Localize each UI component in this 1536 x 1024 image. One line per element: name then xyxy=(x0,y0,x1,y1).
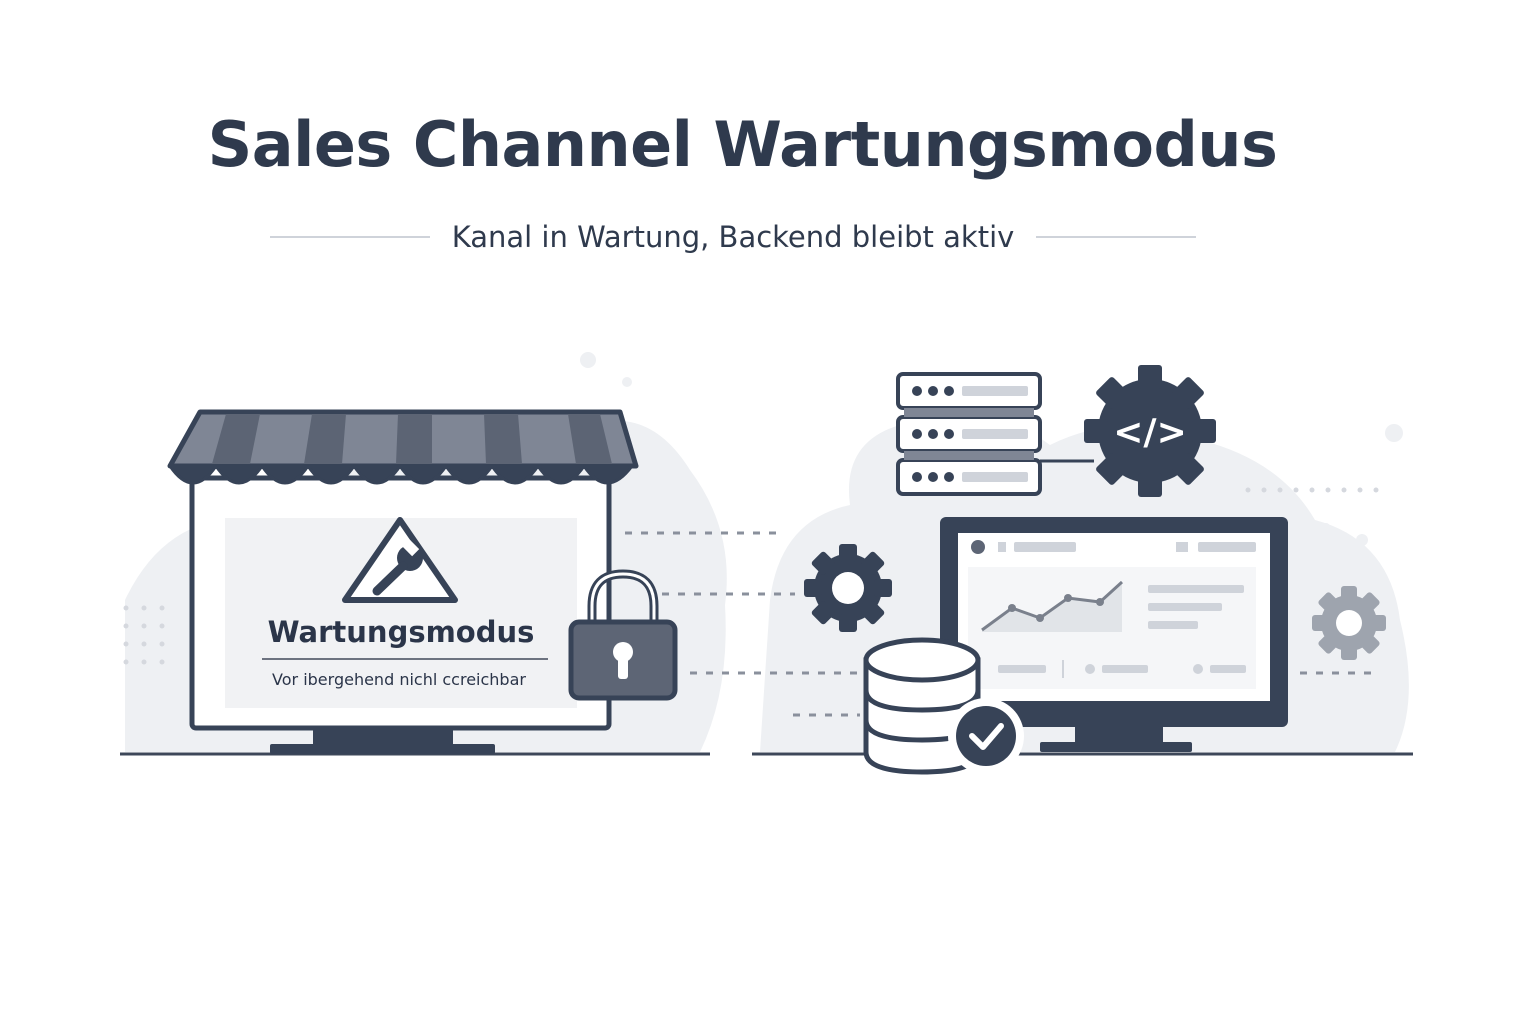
dashed-connectors xyxy=(625,459,1380,717)
warning-wrench-icon xyxy=(342,517,458,603)
subtitle-rule-right xyxy=(1036,236,1196,238)
database-icon xyxy=(863,637,981,775)
padlock-icon xyxy=(568,569,678,701)
storefront-heading: Wartungsmodus xyxy=(268,615,535,649)
backend-dashboard-monitor xyxy=(940,517,1288,752)
subtitle-row: Kanal in Wartung, Backend bleibt aktiv xyxy=(270,212,1196,262)
server-stack-icon xyxy=(896,372,1042,496)
checkmark-badge-icon xyxy=(948,698,1024,774)
subtitle-rule-left xyxy=(270,236,430,238)
dot-grid-left xyxy=(123,605,165,665)
gear-icon-light xyxy=(1312,586,1386,660)
dot-row-right xyxy=(1245,487,1379,493)
subtitle: Kanal in Wartung, Backend bleibt aktiv xyxy=(451,220,1015,254)
line-chart-icon xyxy=(981,580,1124,632)
code-symbol: </> xyxy=(1113,412,1186,453)
page-title: Sales Channel Wartungsmodus xyxy=(207,108,1278,181)
storefront-awning xyxy=(167,409,639,485)
gear-icon xyxy=(804,544,892,632)
code-gear-icon: </> xyxy=(1084,365,1216,497)
storefront-message: Vor ibergehend nichl ccreichbar xyxy=(272,670,526,689)
